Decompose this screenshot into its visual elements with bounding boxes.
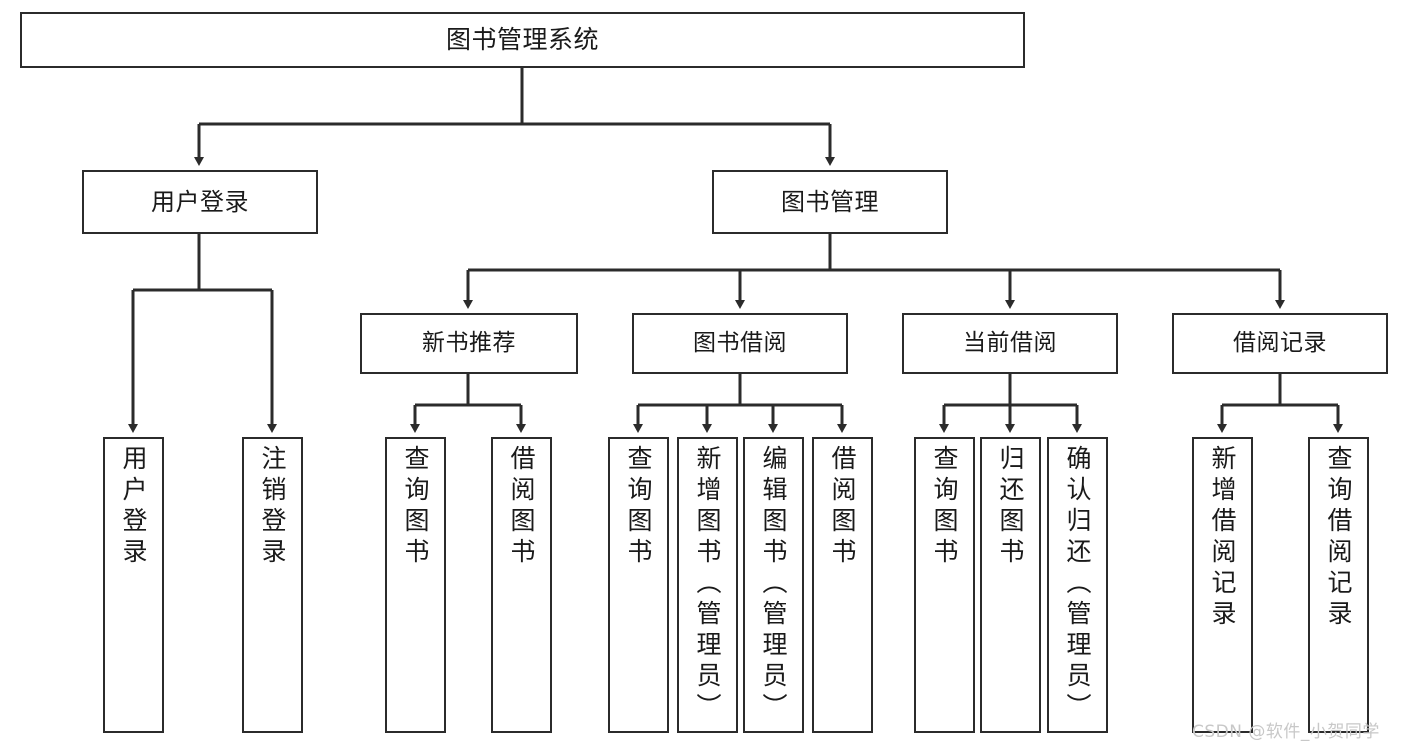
node-label: 编辑图书（管理员） — [759, 445, 788, 724]
node-label: 新增图书（管理员） — [693, 445, 722, 724]
node-label: 图书管理系统 — [445, 25, 599, 54]
leaf-book-borrow-edit[interactable]: 编辑图书（管理员） — [743, 437, 804, 733]
node-label: 确认归还（管理员） — [1063, 445, 1092, 724]
node-label: 查询借阅记录 — [1324, 445, 1353, 631]
leaf-new-book-query[interactable]: 查询图书 — [385, 437, 446, 733]
node-label: 查询图书 — [401, 445, 430, 569]
leaf-new-book-borrow[interactable]: 借阅图书 — [491, 437, 552, 733]
leaf-user-login-logout[interactable]: 注销登录 — [242, 437, 303, 733]
node-label: 当前借阅 — [963, 329, 1057, 356]
node-label: 图书管理 — [781, 187, 879, 216]
leaf-current-borrow-return[interactable]: 归还图书 — [980, 437, 1041, 733]
leaf-book-borrow-query[interactable]: 查询图书 — [608, 437, 669, 733]
node-new-book-recommend[interactable]: 新书推荐 — [360, 313, 578, 374]
csdn-watermark: CSDN @软件_小贺同学 — [1192, 722, 1380, 742]
node-user-login[interactable]: 用户登录 — [82, 170, 318, 234]
node-label: 注销登录 — [258, 445, 287, 569]
node-label: 借阅图书 — [828, 445, 857, 569]
leaf-book-borrow-borrow[interactable]: 借阅图书 — [812, 437, 873, 733]
node-current-borrow[interactable]: 当前借阅 — [902, 313, 1118, 374]
node-label: 归还图书 — [996, 445, 1025, 569]
leaf-current-borrow-confirm-return[interactable]: 确认归还（管理员） — [1047, 437, 1108, 733]
node-label: 新书推荐 — [422, 329, 516, 356]
leaf-current-borrow-query[interactable]: 查询图书 — [914, 437, 975, 733]
node-book-management[interactable]: 图书管理 — [712, 170, 948, 234]
node-label: 图书借阅 — [693, 329, 787, 356]
node-label: 查询图书 — [930, 445, 959, 569]
leaf-user-login-login[interactable]: 用户登录 — [103, 437, 164, 733]
node-label: 查询图书 — [624, 445, 653, 569]
node-label: 借阅记录 — [1233, 329, 1327, 356]
node-root-system[interactable]: 图书管理系统 — [20, 12, 1025, 68]
leaf-borrow-record-add[interactable]: 新增借阅记录 — [1192, 437, 1253, 733]
node-label: 用户登录 — [151, 187, 249, 216]
node-label: 新增借阅记录 — [1208, 445, 1237, 631]
node-book-borrow[interactable]: 图书借阅 — [632, 313, 848, 374]
leaf-book-borrow-add[interactable]: 新增图书（管理员） — [677, 437, 738, 733]
leaf-borrow-record-query[interactable]: 查询借阅记录 — [1308, 437, 1369, 733]
node-label: 借阅图书 — [507, 445, 536, 569]
node-borrow-record[interactable]: 借阅记录 — [1172, 313, 1388, 374]
node-label: 用户登录 — [119, 445, 148, 569]
